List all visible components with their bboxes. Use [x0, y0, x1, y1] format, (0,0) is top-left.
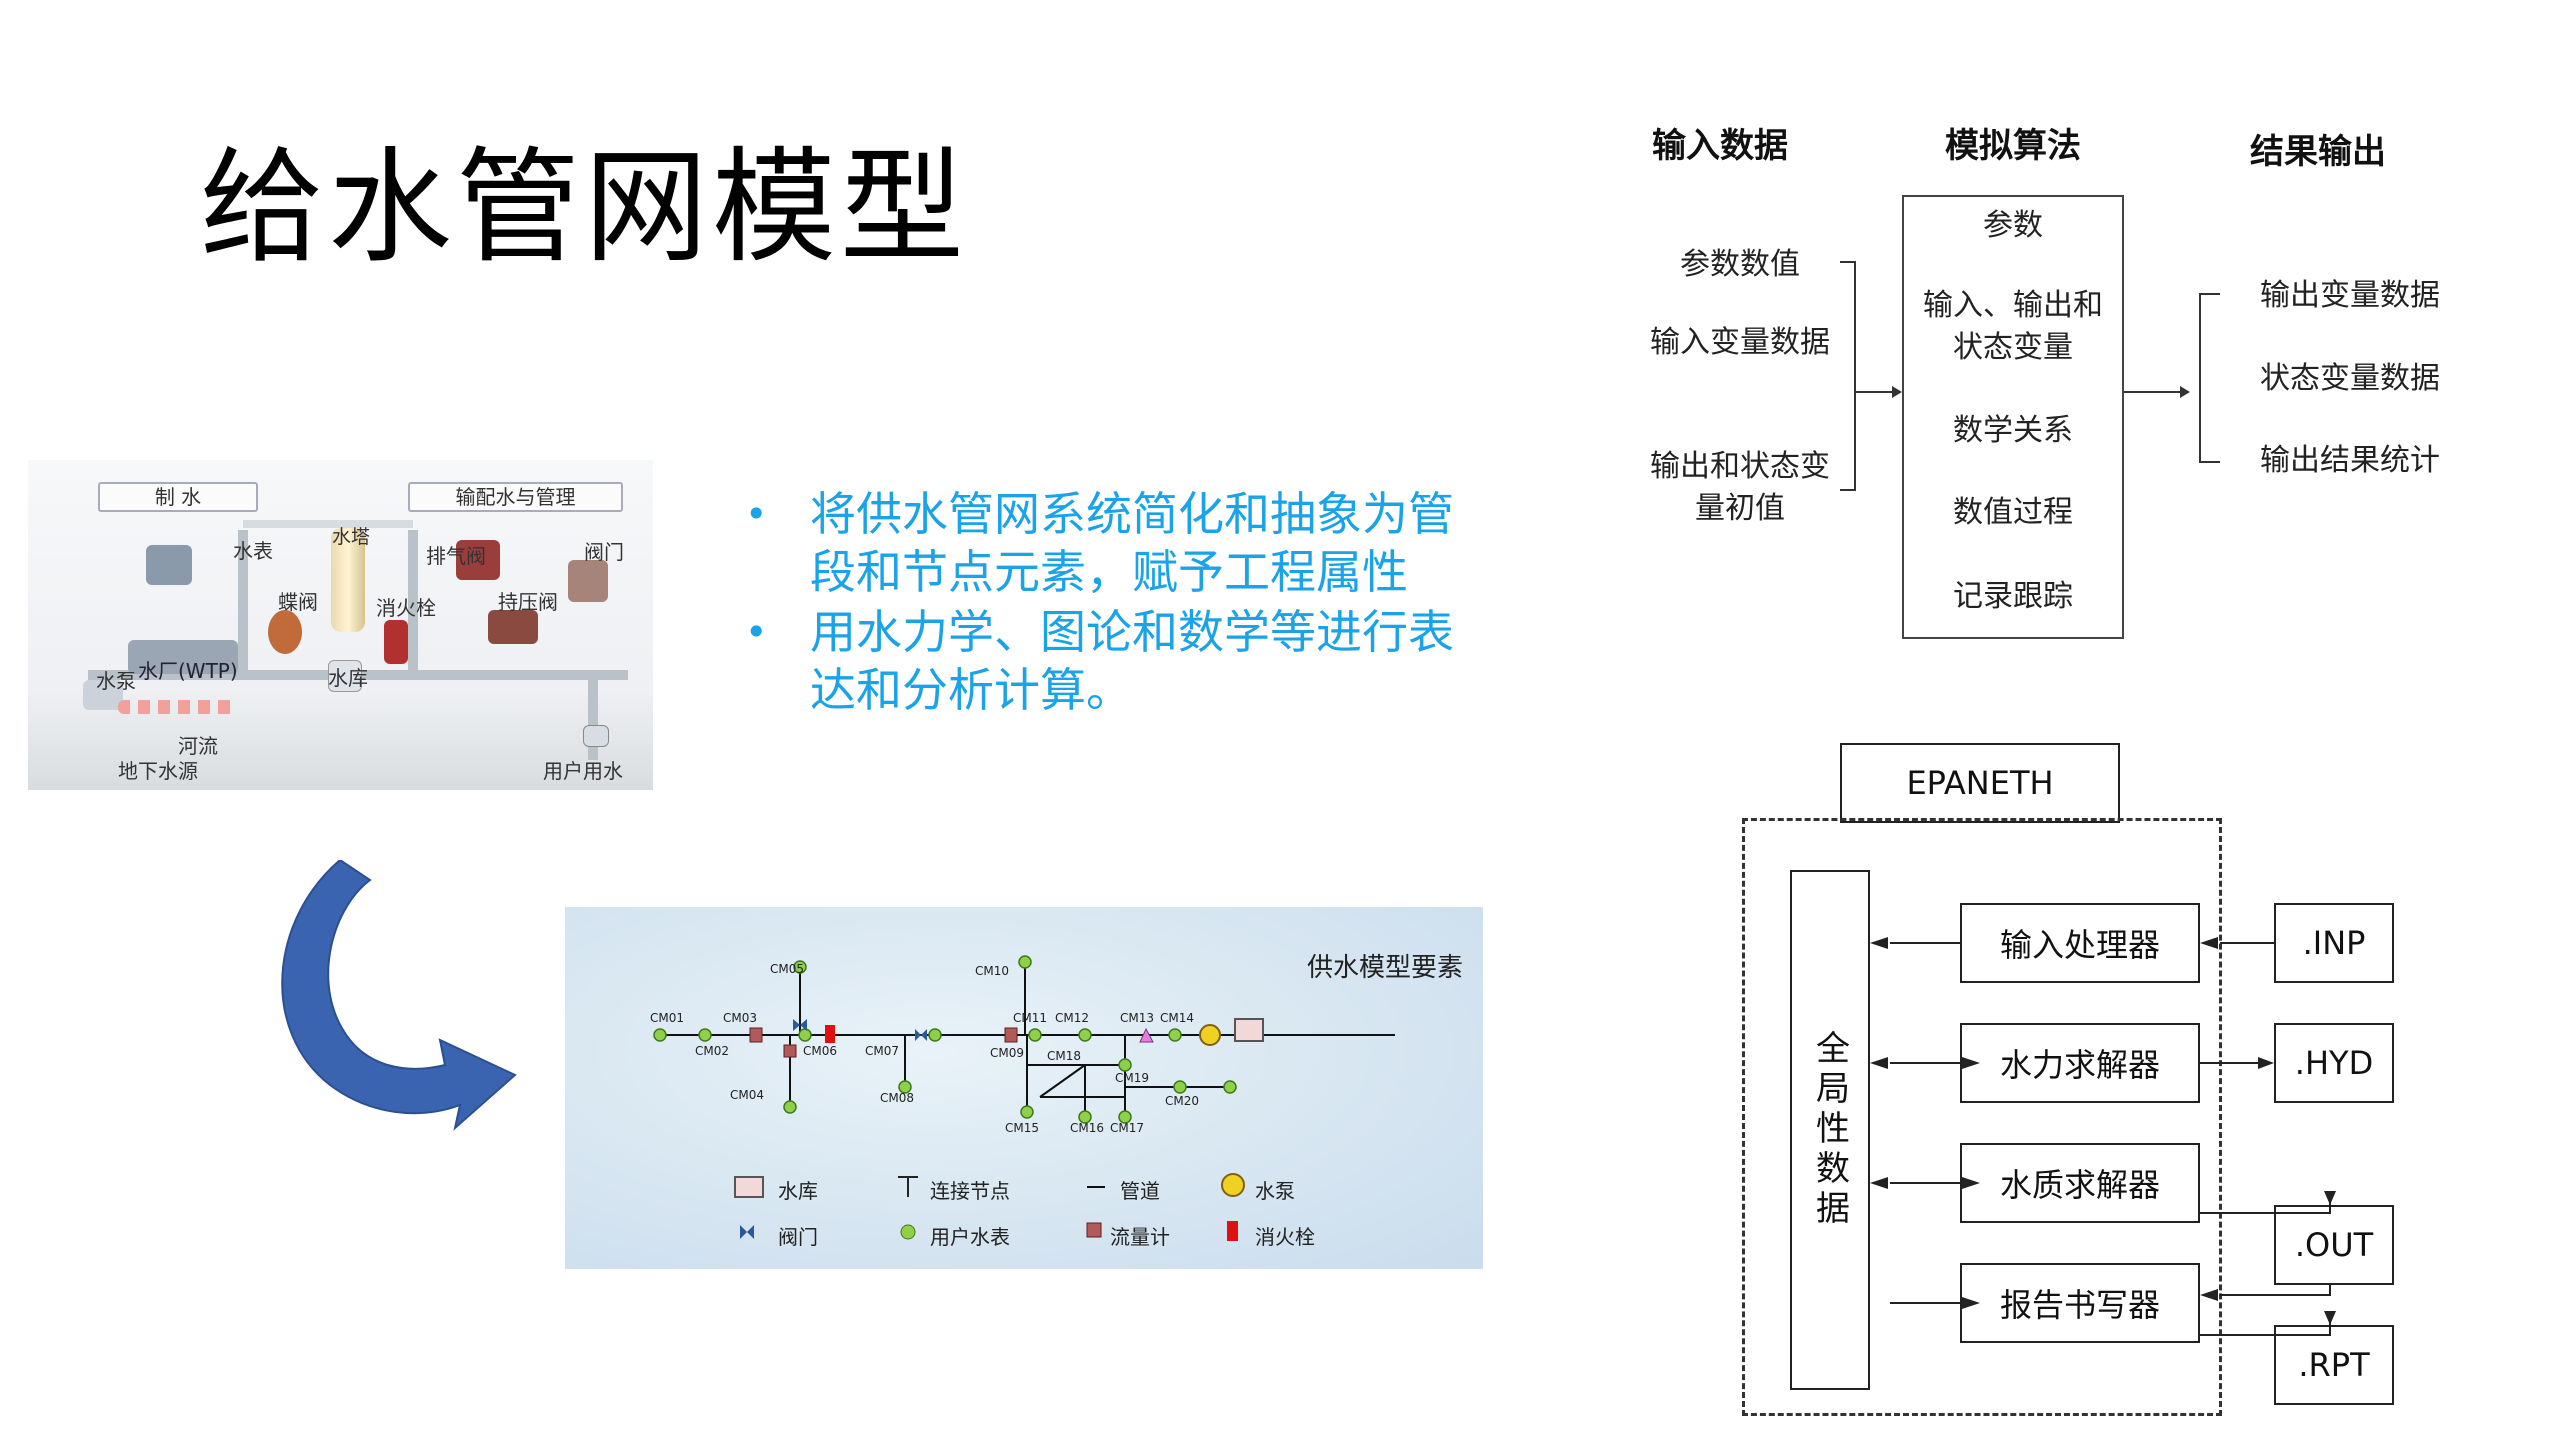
- algorithm-box: [1902, 195, 2124, 639]
- svg-text:CM10: CM10: [975, 964, 1009, 978]
- algo-variables: 输入、输出和状态变量: [1923, 288, 2103, 365]
- svg-text:CM15: CM15: [1005, 1121, 1039, 1135]
- model-elements-panel: CM01 CM02 CM03 CM04 CM05 CM06 CM07 CM08 …: [565, 907, 1483, 1269]
- label-water-tower: 水塔: [332, 526, 371, 548]
- legend-junction: 连接节点: [930, 1179, 1010, 1203]
- label-wtp: 水厂(WTP): [138, 659, 238, 683]
- output-variable-data: 输出变量数据: [2260, 278, 2440, 313]
- svg-text:CM11: CM11: [1013, 1011, 1047, 1025]
- report-writer-box: 报告书写器: [1960, 1263, 2200, 1343]
- svg-text:CM06: CM06: [803, 1044, 837, 1058]
- svg-text:CM04: CM04: [730, 1088, 764, 1102]
- legend-pump: 水泵: [1255, 1179, 1295, 1203]
- svg-text:CM05: CM05: [770, 962, 804, 976]
- dashed-boundary: [1742, 818, 2222, 1416]
- header-algorithm: 模拟算法: [1945, 126, 2081, 166]
- legend-flow-meter: 流量计: [1110, 1225, 1170, 1249]
- algo-tracking: 记录跟踪: [1953, 579, 2073, 614]
- label-butterfly-valve: 蝶阀: [278, 590, 318, 614]
- epaneth-box: EPANETH: [1840, 743, 2120, 823]
- svg-text:CM12: CM12: [1055, 1011, 1089, 1025]
- label-pump: 水泵: [96, 669, 136, 693]
- svg-text:CM17: CM17: [1110, 1121, 1144, 1135]
- bullet-list: 将供水管网系统简化和抽象为管段和节点元素，赋予工程属性 用水力学、图论和数学等进…: [745, 485, 1475, 721]
- svg-text:CM01: CM01: [650, 1011, 684, 1025]
- bullet-item: 将供水管网系统简化和抽象为管段和节点元素，赋予工程属性: [745, 485, 1475, 601]
- svg-text:CM19: CM19: [1115, 1071, 1149, 1085]
- curved-arrow-icon: [281, 860, 517, 1131]
- model-title: 供水模型要素: [1306, 953, 1463, 983]
- legend-hydrant: 消火栓: [1255, 1225, 1315, 1249]
- algo-params: 参数: [1983, 208, 2043, 243]
- label-water-meter: 水表: [233, 539, 273, 563]
- svg-text:CM14: CM14: [1160, 1011, 1194, 1025]
- input-processor-box: 输入处理器: [1960, 903, 2200, 983]
- svg-text:CM07: CM07: [865, 1044, 899, 1058]
- file-hyd: .HYD: [2274, 1023, 2394, 1103]
- simulation-flow-diagram: 输入数据 模拟算法 结果输出 参数数值 输入变量数据 输出和状态变量初值 参数 …: [1620, 110, 2520, 670]
- bullet-item: 用水力学、图论和数学等进行表达和分析计算。: [745, 603, 1475, 719]
- quality-solver-box: 水质求解器: [1960, 1143, 2200, 1223]
- flow-connectors: [1840, 261, 2220, 491]
- file-out: .OUT: [2274, 1205, 2394, 1285]
- algo-numerics: 数值过程: [1953, 495, 2073, 530]
- svg-text:CM18: CM18: [1047, 1049, 1081, 1063]
- svg-text:CM13: CM13: [1120, 1011, 1154, 1025]
- section-label-distribution: 输配水与管理: [408, 482, 623, 512]
- file-inp: .INP: [2274, 903, 2394, 983]
- output-statistics: 输出结果统计: [2260, 443, 2440, 478]
- label-user-consumption: 用户用水: [543, 759, 623, 783]
- network-diagram: CM01 CM02 CM03 CM04 CM05 CM06 CM07 CM08 …: [650, 955, 1395, 1241]
- svg-text:CM02: CM02: [695, 1044, 729, 1058]
- arch-connectors: [1870, 937, 2336, 1336]
- file-rpt: .RPT: [2274, 1325, 2394, 1405]
- section-label-production: 制 水: [98, 482, 258, 512]
- label-valve: 阀门: [584, 540, 624, 564]
- epaneth-architecture: EPANETH 全局性数据 输入处理器 水力求解器 水质求解器 报告书写器 .I…: [1730, 735, 2394, 1425]
- header-output: 结果输出: [2250, 132, 2386, 172]
- input-variable-data: 输入变量数据: [1650, 325, 1830, 360]
- legend-pipe: 管道: [1120, 1179, 1160, 1203]
- svg-text:CM20: CM20: [1165, 1094, 1199, 1108]
- algo-relations: 数学关系: [1953, 413, 2073, 448]
- hydraulic-solver-box: 水力求解器: [1960, 1023, 2200, 1103]
- header-input: 输入数据: [1652, 126, 1788, 166]
- label-groundwater: 地下水源: [118, 759, 198, 783]
- input-initial-values: 输出和状态变量初值: [1650, 449, 1830, 526]
- input-params: 参数数值: [1680, 247, 1800, 282]
- legend-reservoir: 水库: [778, 1179, 818, 1203]
- legend-user-meter: 用户水表: [930, 1225, 1010, 1249]
- svg-text:CM09: CM09: [990, 1046, 1024, 1060]
- slide-title: 给水管网模型: [200, 136, 969, 280]
- legend-valve: 阀门: [778, 1225, 818, 1249]
- svg-text:CM08: CM08: [880, 1091, 914, 1105]
- label-reservoir: 水库: [328, 666, 368, 690]
- water-supply-illustration: 制 水 输配水与管理 水表 水塔 排气阀 阀门 蝶阀 消火栓 持压阀 水厂(WT…: [28, 460, 653, 790]
- label-air-valve: 排气阀: [426, 544, 486, 568]
- svg-text:CM03: CM03: [723, 1011, 757, 1025]
- label-hydrant: 消火栓: [376, 596, 436, 620]
- svg-text:CM16: CM16: [1070, 1121, 1104, 1135]
- global-data-box: 全局性数据: [1790, 870, 1870, 1390]
- output-state-data: 状态变量数据: [2260, 361, 2440, 396]
- label-river: 河流: [178, 734, 218, 758]
- label-pressure-valve: 持压阀: [498, 590, 558, 614]
